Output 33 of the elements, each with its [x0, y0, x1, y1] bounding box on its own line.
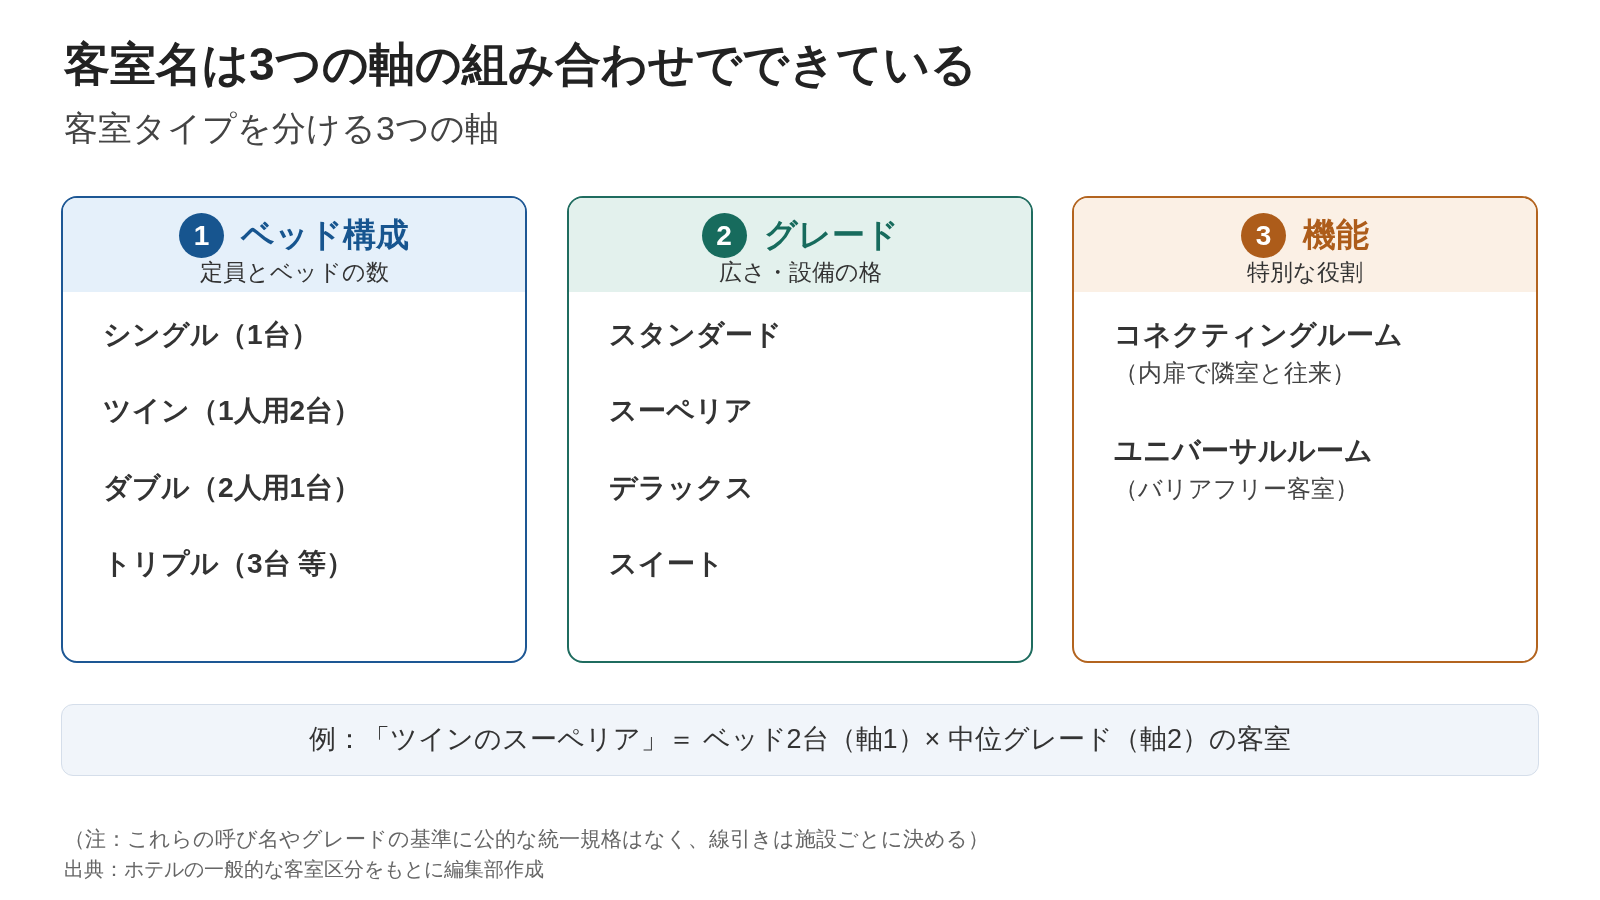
- list-item: スーペリア: [609, 394, 753, 429]
- list-item: スタンダード: [609, 318, 782, 352]
- panel-title: グレード: [763, 215, 899, 255]
- number-badge: 1: [179, 212, 224, 258]
- number-badge: 2: [701, 212, 747, 258]
- panel-subtitle: 定員とベッドの数: [199, 258, 389, 287]
- list-item: ツイン（1人用2台）: [103, 394, 362, 429]
- list-item: ユニバーサルルーム: [1114, 433, 1373, 468]
- list-item: ダブル（2人用1台）: [103, 470, 362, 505]
- list-item: スイート: [609, 547, 724, 582]
- page-title: 客室名は3つの軸の組み合わせでできている: [64, 37, 977, 92]
- list-item: コネクティングルーム: [1114, 318, 1403, 352]
- example-text: 例：「ツインのスーペリア」＝ ベッド2台（軸1）× 中位グレード（軸2）の客室: [309, 723, 1291, 757]
- panel-title: ベッド構成: [241, 215, 409, 255]
- source-note: 出典：ホテルの一般的な客室区分をもとに編集部作成: [64, 857, 544, 882]
- panel-header: [63, 198, 525, 292]
- category-panel: [567, 196, 1033, 663]
- list-item: トリプル（3台 等）: [103, 547, 355, 582]
- footnote: （注：これらの呼び名やグレードの基準に公的な統一規格はなく、線引きは施設ごとに決める）: [64, 826, 989, 852]
- item-note: （内扉で隣室と往来）: [1114, 358, 1356, 389]
- category-panel: [61, 196, 527, 663]
- list-item: シングル（1台）: [103, 318, 319, 352]
- panel-subtitle: 広さ・設備の格: [718, 258, 882, 287]
- example-box: [61, 704, 1539, 776]
- list-item: デラックス: [609, 470, 754, 505]
- subtitle: 客室タイプを分ける3つの軸: [64, 108, 499, 149]
- panel-header: [569, 198, 1031, 292]
- category-panel: [1072, 196, 1538, 663]
- item-note: （バリアフリー客室）: [1114, 473, 1359, 504]
- panel-header: [1074, 198, 1536, 292]
- number-badge: 3: [1241, 212, 1286, 258]
- panel-subtitle: 特別な役割: [1247, 258, 1363, 287]
- panel-title: 機能: [1303, 215, 1369, 255]
